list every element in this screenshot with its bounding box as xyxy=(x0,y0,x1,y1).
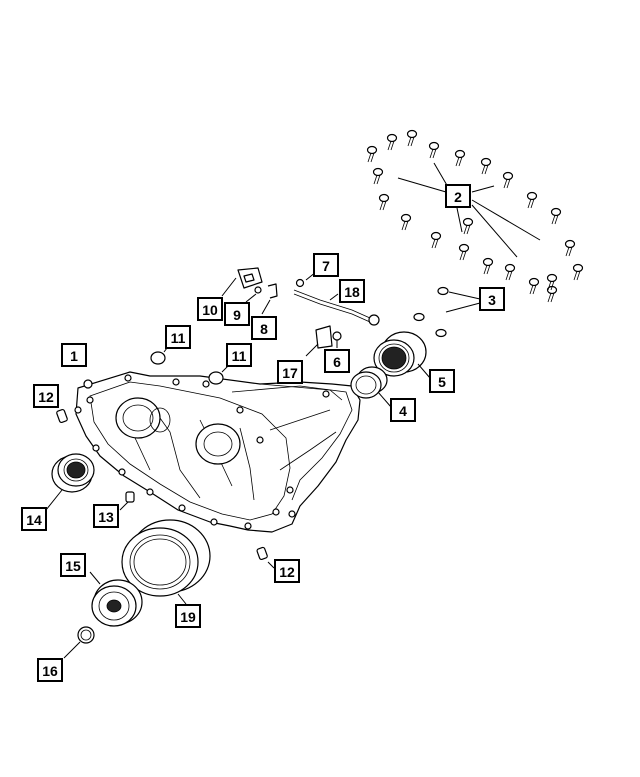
bolt xyxy=(526,191,538,209)
callout-number: 8 xyxy=(260,321,268,337)
callout-c5: 5 xyxy=(429,369,455,393)
bolt xyxy=(462,217,474,235)
callout-c10: 10 xyxy=(197,297,223,321)
callout-box xyxy=(93,504,119,528)
callout-c16: 16 xyxy=(37,658,63,682)
bolt xyxy=(372,167,384,185)
callout-number: 14 xyxy=(26,512,42,528)
callout-box xyxy=(445,184,471,208)
callout-c3: 3 xyxy=(479,287,505,311)
callout-box xyxy=(165,325,191,349)
callout-number: 2 xyxy=(454,189,462,205)
bolt xyxy=(454,149,466,167)
bolt xyxy=(406,129,418,147)
bearing-15 xyxy=(89,571,143,627)
callout-box xyxy=(197,297,223,321)
bolt xyxy=(430,231,442,249)
callout-c7: 7 xyxy=(313,253,339,277)
callout-c18: 18 xyxy=(339,279,365,303)
bolt xyxy=(428,141,440,159)
callout-box xyxy=(21,507,47,531)
snap-ring-16 xyxy=(63,626,95,659)
callout-box xyxy=(226,343,252,367)
bolt xyxy=(528,277,540,295)
callout-box xyxy=(277,360,303,384)
callout-number: 11 xyxy=(232,348,247,364)
callout-c1: 1 xyxy=(61,343,87,367)
callout-number: 5 xyxy=(438,374,446,390)
callout-box xyxy=(390,398,416,422)
callout-box xyxy=(274,559,300,583)
callout-c6: 6 xyxy=(324,349,350,373)
callout-c11a: 11 xyxy=(165,325,191,349)
callout-c17: 17 xyxy=(277,360,303,384)
callout-number: 4 xyxy=(399,403,407,419)
nut-group xyxy=(413,286,481,338)
callout-number: 17 xyxy=(282,365,298,381)
callout-c11b: 11 xyxy=(226,343,252,367)
callout-box xyxy=(175,604,201,628)
bolt xyxy=(480,157,492,175)
bolt xyxy=(546,273,558,291)
callout-c19: 19 xyxy=(175,604,201,628)
bolt xyxy=(458,243,470,261)
callout-box xyxy=(251,316,277,340)
transfer-case-housing xyxy=(74,371,361,533)
callout-c15: 15 xyxy=(60,553,86,577)
seal-5 xyxy=(373,331,431,379)
callout-box xyxy=(313,253,339,277)
leader-lines-2 xyxy=(397,162,541,258)
callout-c2: 2 xyxy=(445,184,471,208)
bolt xyxy=(366,145,378,163)
callout-number: 6 xyxy=(333,354,341,370)
callout-number: 19 xyxy=(180,609,196,625)
callout-number: 9 xyxy=(233,307,241,323)
callout-number: 1 xyxy=(70,348,78,364)
bolt xyxy=(546,285,558,303)
callout-number: 12 xyxy=(279,564,295,580)
callout-number: 15 xyxy=(65,558,81,574)
callout-number: 12 xyxy=(38,389,54,405)
bolt xyxy=(378,193,390,211)
callout-box xyxy=(60,553,86,577)
ring-4 xyxy=(350,366,392,408)
callout-box xyxy=(37,658,63,682)
callout-number: 16 xyxy=(42,663,58,679)
bolt xyxy=(502,171,514,189)
bolt xyxy=(564,239,576,257)
small-parts xyxy=(47,267,380,569)
bolt xyxy=(400,213,412,231)
seal-19 xyxy=(121,519,211,605)
callout-box xyxy=(224,302,250,326)
callout-c9: 9 xyxy=(224,302,250,326)
callout-c4: 4 xyxy=(390,398,416,422)
callout-box xyxy=(33,384,59,408)
callout-number: 13 xyxy=(98,509,114,525)
callout-c12a: 12 xyxy=(33,384,59,408)
bolt xyxy=(550,207,562,225)
callout-number: 3 xyxy=(488,292,496,308)
bolt xyxy=(504,263,516,281)
bolt xyxy=(572,263,584,281)
callout-number: 18 xyxy=(344,284,360,300)
callout-c12b: 12 xyxy=(274,559,300,583)
callout-box xyxy=(61,343,87,367)
callout-c14: 14 xyxy=(21,507,47,531)
bolt xyxy=(482,257,494,275)
callout-box xyxy=(339,279,365,303)
callout-number: 11 xyxy=(171,330,186,346)
callout-box xyxy=(479,287,505,311)
callout-box xyxy=(324,349,350,373)
callout-number: 7 xyxy=(322,258,330,274)
callout-c13: 13 xyxy=(93,504,119,528)
bolt-group xyxy=(366,129,584,303)
callout-number: 10 xyxy=(202,302,218,318)
callout-c8: 8 xyxy=(251,316,277,340)
callout-box xyxy=(429,369,455,393)
seal-14 xyxy=(45,453,95,511)
bolt xyxy=(386,133,398,151)
